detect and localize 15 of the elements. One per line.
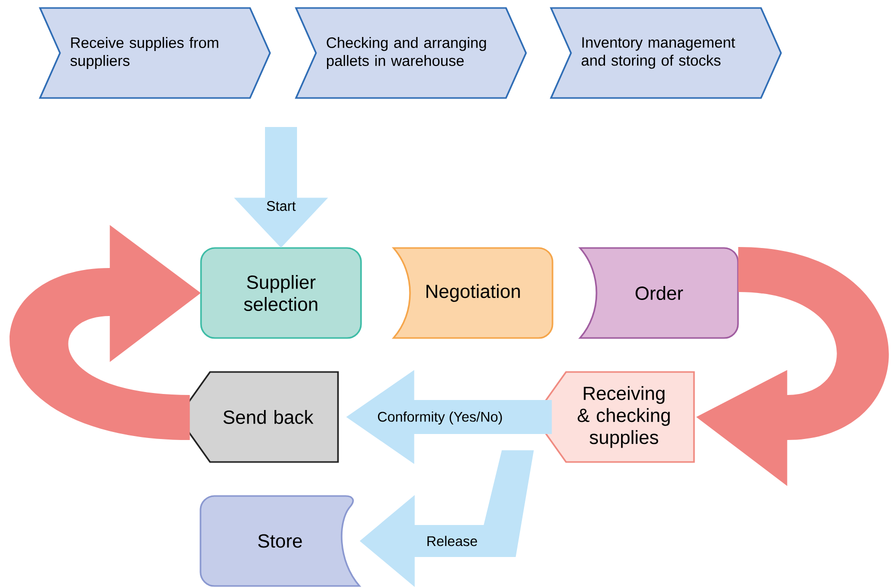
chevron-step: Checking and arranging pallets in warehouse (294, 7, 527, 99)
pentagon-box: Receiving & checking supplies (533, 371, 695, 463)
process-box: Order (579, 247, 739, 339)
block-arrow (10, 225, 201, 440)
chevron-step: Receive supplies from suppliers (38, 7, 271, 99)
block-arrow (360, 450, 534, 587)
edge-label: Start (265, 200, 297, 212)
process-box: Store (200, 495, 360, 587)
process-box: Negotiation (392, 247, 554, 339)
pentagon-box: Send back (177, 371, 339, 463)
edge-label: Release (425, 534, 479, 548)
edge-label: Conformity (Yes/No) (376, 410, 504, 426)
chevron-step: Inventory management and storing of stocks (550, 7, 782, 99)
process-box: Supplier selection (200, 247, 362, 339)
block-arrow (234, 127, 328, 248)
